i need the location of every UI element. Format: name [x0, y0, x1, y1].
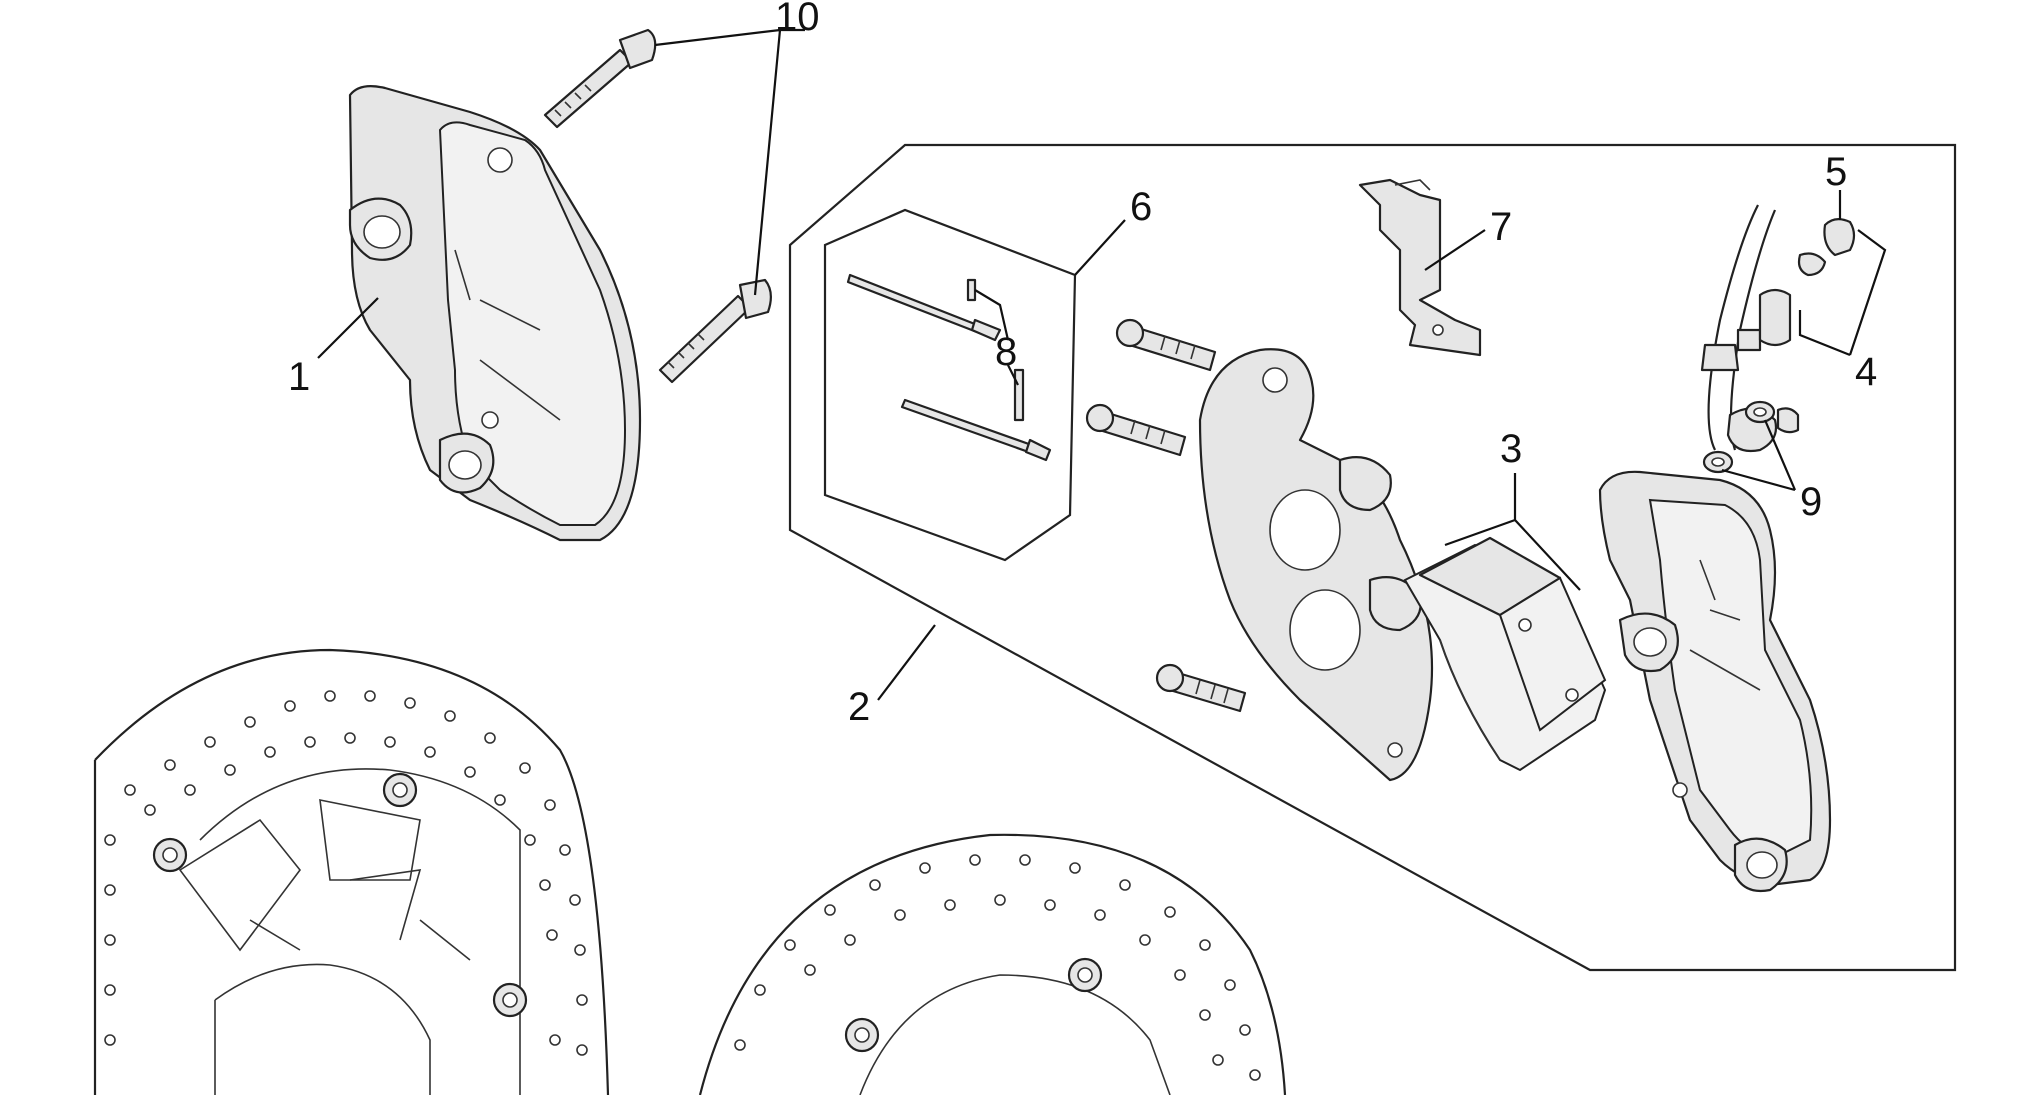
callout-9: 9 [1800, 480, 1822, 524]
part-5-bleed-cap [1797, 218, 1856, 277]
part-1-caliper-assembly [348, 85, 642, 542]
kit-bolts [1085, 318, 1247, 713]
callout-5: 5 [1825, 150, 1847, 194]
part-10-caliper-bolts [543, 28, 772, 384]
part-3-brake-pads [1403, 536, 1607, 772]
callout-4: 4 [1855, 350, 1877, 394]
callout-2: 2 [848, 685, 870, 729]
callout-8: 8 [995, 330, 1017, 374]
caliper-half-outer [1598, 470, 1832, 893]
brake-disc-left [93, 648, 610, 1095]
brake-disc-center [698, 833, 1287, 1095]
part-9-washers [1702, 400, 1776, 474]
leader-lines [317, 28, 1887, 701]
callout-3: 3 [1500, 427, 1522, 471]
callout-1: 1 [288, 355, 310, 399]
disc-center-holes [734, 854, 1261, 1081]
part-7-bracket [1358, 178, 1482, 357]
callout-10: 10 [775, 0, 820, 39]
callout-7: 7 [1490, 205, 1512, 249]
callout-6: 6 [1130, 185, 1152, 229]
kit-outline [788, 143, 1957, 972]
part-4-banjo-assembly [1700, 204, 1800, 453]
part-6-pin-kit [823, 208, 1077, 562]
disc-left-holes [104, 690, 588, 1056]
caliper-half-inner [1198, 348, 1434, 782]
